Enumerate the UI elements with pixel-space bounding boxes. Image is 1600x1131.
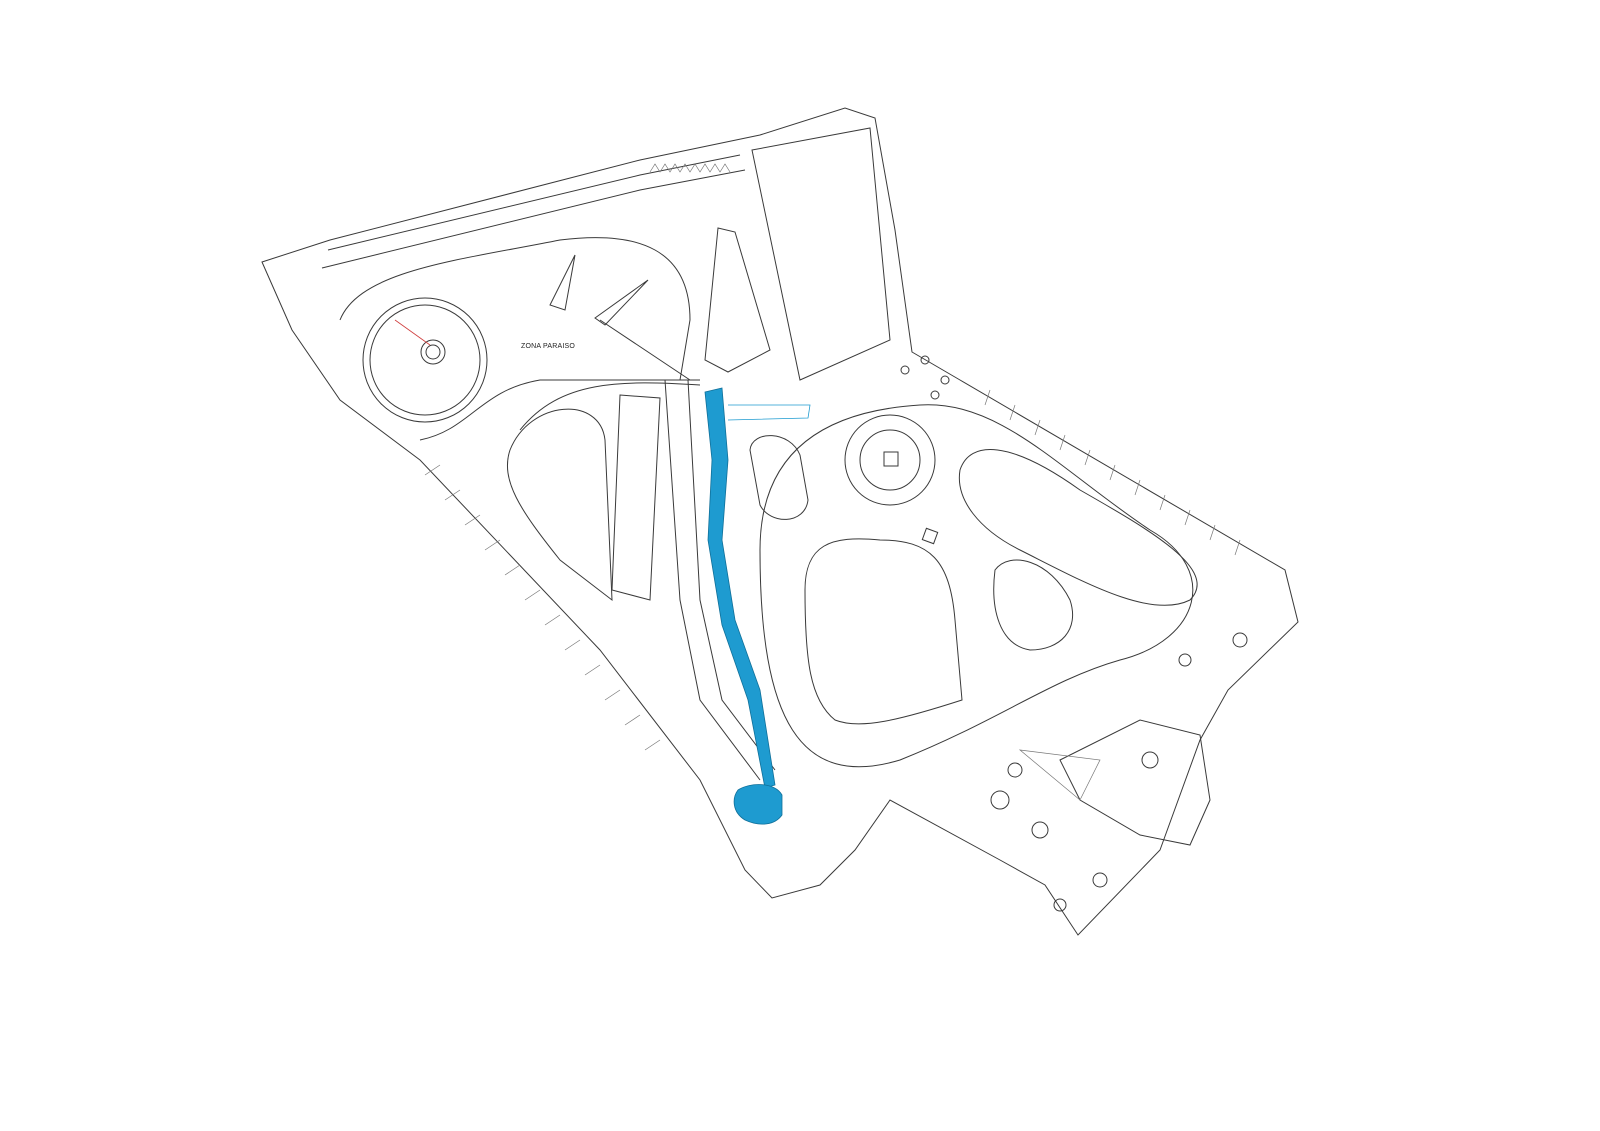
outer-loop: [759, 404, 1194, 768]
lawn-strip: [611, 394, 661, 601]
wedge-structure: [704, 227, 771, 373]
zone-label-paraiso: ZONA PARAISO: [521, 343, 576, 350]
spike-1: [549, 254, 576, 311]
monument-circle: [844, 414, 936, 506]
building-block: [751, 127, 891, 381]
southeast-building: [1059, 719, 1211, 846]
section-line: [394, 319, 431, 346]
site-boundary: [261, 107, 1299, 936]
water-outline: [727, 404, 811, 421]
circular-plaza-inner: [369, 304, 481, 416]
sports-field: [804, 538, 963, 725]
playground-oval: [749, 435, 809, 520]
circular-plaza: [362, 297, 488, 423]
paraiso-path: [339, 237, 701, 441]
lawn-west: [506, 408, 613, 602]
fountain: [420, 339, 446, 365]
water-channel: [704, 387, 776, 789]
trees: [900, 355, 1248, 912]
parking-east: [984, 389, 1241, 556]
amphitheatre: [1018, 749, 1101, 801]
walkway: [664, 379, 776, 781]
monument: [883, 451, 899, 467]
kiosk: [921, 527, 939, 545]
garden-bed: [993, 559, 1074, 651]
fountain-inner: [425, 344, 441, 360]
north-hatching: [649, 163, 731, 173]
parking-west: [424, 464, 661, 751]
monument-circle-inner: [859, 429, 921, 491]
water-pool: [733, 784, 783, 825]
north-road: [321, 154, 746, 269]
eastern-lawn: [958, 449, 1198, 606]
spike-2: [594, 279, 649, 326]
